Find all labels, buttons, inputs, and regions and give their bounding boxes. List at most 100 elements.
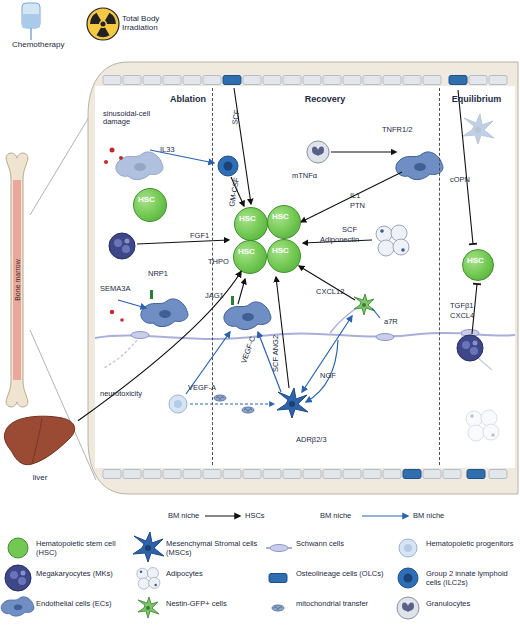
signal-label: CXCL12 <box>316 288 344 296</box>
treatment-label: Chemotherapy <box>12 40 74 52</box>
hsc-cell: HSC <box>234 207 268 241</box>
osteolineage-cell <box>403 470 421 479</box>
lining-cell <box>303 76 321 85</box>
legend-text: Hematopoietic progenitors <box>426 540 518 549</box>
megakaryocyte <box>457 335 483 361</box>
mitochondrion <box>242 407 254 413</box>
blood-drop <box>110 148 115 153</box>
endothelial-cell <box>141 299 188 327</box>
signal-connector <box>78 272 241 421</box>
schwann-cell <box>131 332 149 339</box>
legend-text: Schwann cells <box>296 540 388 549</box>
lining-cell <box>123 470 141 479</box>
marrow-cavity <box>95 86 515 468</box>
osteolineage-cell <box>223 76 241 85</box>
legend-text: Group 2 innate lymphoid cells (ILC2s) <box>426 570 518 587</box>
legend-text: Adipocytes <box>166 570 258 579</box>
legend-icon <box>133 532 164 562</box>
node-text: HSC <box>238 247 260 256</box>
lining-cell <box>243 470 261 479</box>
signal-label: NGF <box>320 372 336 380</box>
signal-label: TGFβ1 <box>450 302 473 310</box>
legend-icon <box>266 545 292 552</box>
osteolineage-cell <box>467 470 485 479</box>
blood-drop <box>120 318 124 322</box>
lining-cell <box>323 470 341 479</box>
endosteal-lining-top <box>103 76 507 85</box>
signal-label: CXCL4 <box>450 312 474 320</box>
key-arrow <box>362 515 408 516</box>
schwann-cell <box>376 334 394 341</box>
legend-icon <box>138 597 159 618</box>
lining-cell <box>123 76 141 85</box>
lining-cell <box>103 470 121 479</box>
lining-cell <box>323 76 341 85</box>
legend-text: Endothelial cells (ECs) <box>36 600 128 609</box>
signal-arrow <box>238 279 245 304</box>
lining-cell <box>263 470 281 479</box>
lining-cell <box>383 76 401 85</box>
hematopoietic-progenitor <box>169 395 187 413</box>
lining-cell <box>203 470 221 479</box>
legend-icon <box>399 539 417 557</box>
lining-cell <box>423 470 441 479</box>
phase-heading: Equilibrium <box>444 94 509 104</box>
lining-cell <box>283 470 301 479</box>
legend-icon <box>8 538 28 558</box>
node-text: HSC <box>138 195 160 204</box>
signal-label: PTN <box>350 202 365 210</box>
signal-label: TNFR1/2 <box>382 126 412 134</box>
iv-tube <box>30 28 32 40</box>
legend-text: Mesenchymal Stromal cells (MSCs) <box>166 540 258 557</box>
bone-body <box>6 153 28 407</box>
lining-cell <box>163 76 181 85</box>
lining-cell <box>383 470 401 479</box>
liver-lobe-line <box>32 418 42 464</box>
lining-cell <box>363 470 381 479</box>
legend-text: Granulocytes <box>426 600 518 609</box>
node-text: Total Body Irradiation <box>122 14 180 32</box>
lining-cell <box>283 76 301 85</box>
niche-arrow <box>118 300 146 308</box>
iv-bag <box>22 3 40 28</box>
lining-cell <box>103 76 121 85</box>
signal-label: cOPN <box>450 176 470 184</box>
lining-cell <box>489 76 507 85</box>
signal-label: VEGF-A <box>188 384 216 392</box>
signal-label: SEMA3A <box>100 285 130 293</box>
node-text: Chemotherapy <box>12 40 74 49</box>
damaged-endothelial-cell <box>116 152 163 180</box>
phase-heading: Ablation <box>99 94 206 104</box>
blood-drop <box>110 310 114 314</box>
lining-cell <box>263 76 281 85</box>
bone-marrow-core <box>13 180 21 380</box>
lining-cell <box>143 76 161 85</box>
granulocyte <box>307 141 329 163</box>
liver-organ: liver <box>2 412 78 484</box>
lining-cell <box>443 470 461 479</box>
adipocyte <box>466 410 499 441</box>
nerve-fiber <box>95 333 515 339</box>
mitochondrion <box>214 395 226 401</box>
legend-icon <box>269 574 287 583</box>
damaged-nerve <box>104 336 140 368</box>
liver-body <box>4 416 74 465</box>
niche-arrow <box>150 150 214 163</box>
legend-icon <box>398 568 418 588</box>
lining-cell <box>143 470 161 479</box>
signal-label: NRP1 <box>148 270 168 278</box>
niche-arrow <box>306 340 338 402</box>
signal-label: SCF <box>342 226 357 234</box>
jag1-ligand <box>231 296 234 305</box>
key-arrow <box>205 515 240 516</box>
node-text: HSC <box>272 212 294 221</box>
blood-drop <box>104 160 108 164</box>
phase-panel: RecoveryHSCHSCHSCHSC <box>212 88 440 465</box>
edge-label: THPO <box>208 258 229 266</box>
legend-icon <box>1 597 34 616</box>
signal-label: sinusoidal-cell damage <box>103 110 151 127</box>
legend-icon <box>397 597 419 619</box>
lining-cell <box>363 76 381 85</box>
